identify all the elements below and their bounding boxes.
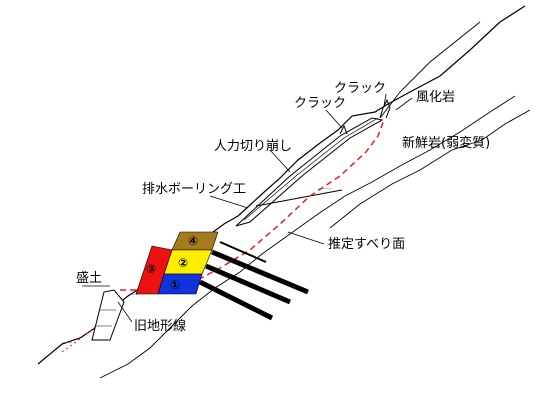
leader-weathered: [395, 97, 413, 111]
label-embankment: 盛土: [76, 271, 102, 286]
block-1-number: ①: [170, 278, 180, 292]
upper-slope-line: [379, 21, 481, 119]
anchor-4: [219, 241, 267, 263]
drain-boring-line: [255, 189, 343, 207]
block-1-blue: [157, 273, 203, 295]
embankment-shape: [91, 289, 125, 341]
label-slip-surface: 推定すべり面: [328, 237, 405, 252]
anchor-3: [211, 249, 309, 295]
leader-crack-upper: [383, 93, 387, 107]
label-crack-lower: クラック: [294, 96, 346, 111]
block-3-number: ③: [146, 262, 156, 276]
label-drain-boring: 排水ボーリング工: [142, 182, 246, 197]
fresh-rock-boundary: [329, 109, 531, 229]
anchor-2: [205, 263, 291, 305]
leader-drain: [209, 195, 249, 209]
manual-cut-inner-line: [243, 117, 379, 221]
crack-mark-upper: [379, 98, 391, 119]
label-weathered-rock: 風化岩: [416, 90, 455, 105]
manual-cut-slab: [235, 117, 384, 227]
block-2-number: ②: [178, 256, 188, 270]
block-4-number: ④: [188, 234, 198, 248]
leader-original-ground: [117, 301, 133, 323]
crack-mark-lower: [339, 124, 348, 135]
leader-slip: [287, 231, 325, 245]
label-fresh-rock: 新鮮岩(弱変質): [402, 135, 490, 151]
leader-manual-cut: [269, 149, 291, 173]
lower-ground-line: [99, 95, 516, 379]
leader-crack-lower: [325, 109, 343, 129]
small-annotation-2: ~~~: [62, 340, 72, 345]
anchor-1: [198, 279, 274, 321]
small-annotation-1: ~~~: [128, 292, 138, 297]
label-crack-upper: クラック: [334, 81, 386, 96]
embankment-steps: [96, 309, 116, 327]
label-manual-cut: 人力切り崩し: [214, 139, 292, 154]
label-original-ground: 旧地形線: [134, 318, 186, 334]
drain-boring-small-text: ~~~~: [318, 186, 331, 191]
